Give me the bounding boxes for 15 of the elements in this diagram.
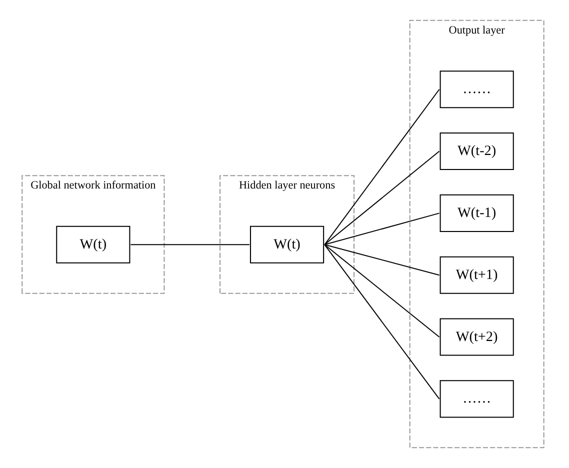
- connector: [324, 244, 440, 400]
- node-box: ……: [439, 380, 514, 418]
- connector: [324, 89, 440, 245]
- node-box: W(t-1): [439, 194, 514, 232]
- connector: [324, 212, 439, 246]
- node-box: W(t-2): [439, 132, 514, 170]
- node-box: W(t): [56, 226, 130, 264]
- node-box: W(t+1): [439, 256, 514, 294]
- connector: [324, 244, 439, 276]
- connector: [324, 244, 440, 338]
- node-box: W(t): [249, 226, 324, 264]
- node-box: ……: [439, 70, 514, 108]
- connector: [324, 150, 440, 246]
- node-box: W(t+2): [439, 318, 514, 356]
- connector: [130, 244, 249, 246]
